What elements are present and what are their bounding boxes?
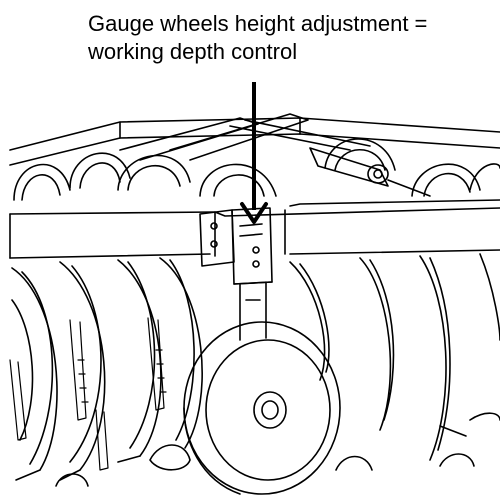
callout-line-2: working depth control: [88, 39, 298, 64]
gauge-wheel-bracket: [199, 207, 273, 341]
callout-label: Gauge wheels height adjustment = working…: [88, 10, 500, 66]
rear-frame: [9, 113, 500, 197]
disc-scrapers: [9, 317, 167, 471]
front-discs-left: [11, 257, 203, 481]
rear-disc-arches: [13, 138, 500, 201]
disc-hubs: [55, 444, 475, 487]
gauge-wheel: [183, 321, 341, 495]
front-discs-right: [289, 253, 500, 461]
down-arrow-icon: [240, 82, 268, 224]
main-beam: [9, 199, 500, 259]
callout-line-1: Gauge wheels height adjustment =: [88, 11, 428, 36]
